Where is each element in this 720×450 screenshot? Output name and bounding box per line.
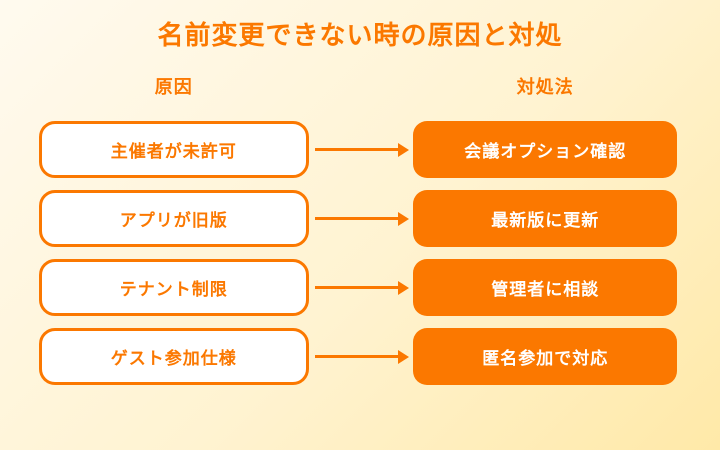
arrow-line [314, 286, 399, 289]
arrow-right-icon [309, 280, 414, 295]
page-title: 名前変更できない時の原因と対処 [157, 20, 563, 50]
arrow-right-icon [309, 349, 414, 364]
arrow-right-icon [309, 211, 414, 226]
flow-row: ゲスト参加仕様 匿名参加で対応 [39, 328, 677, 385]
arrow-head [398, 142, 410, 157]
cause-box: アプリが旧版 [39, 190, 309, 247]
solution-box: 最新版に更新 [413, 190, 677, 247]
solution-box: 会議オプション確認 [413, 121, 677, 178]
solution-box: 匿名参加で対応 [413, 328, 677, 385]
flow-row: アプリが旧版 最新版に更新 [39, 190, 677, 247]
column-header-cause: 原因 [154, 77, 193, 97]
arrow-head [398, 349, 410, 364]
arrow-line [314, 217, 399, 220]
column-header-solution: 対処法 [516, 77, 574, 97]
flow-row: テナント制限 管理者に相談 [39, 259, 677, 316]
header-spacer [309, 78, 414, 96]
flow-rows: 主催者が未許可 会議オプション確認 アプリが旧版 最新版に更新 テナント制限 管… [0, 121, 720, 385]
arrow-line [314, 148, 399, 151]
arrow-head [398, 211, 410, 226]
cause-box: テナント制限 [39, 259, 309, 316]
cause-box: 主催者が未許可 [39, 121, 309, 178]
arrow-right-icon [309, 142, 414, 157]
flow-row: 主催者が未許可 会議オプション確認 [39, 121, 677, 178]
arrow-line [314, 355, 399, 358]
cause-box: ゲスト参加仕様 [39, 328, 309, 385]
column-headers: 原因 対処法 [0, 78, 720, 96]
solution-box: 管理者に相談 [413, 259, 677, 316]
arrow-head [398, 280, 410, 295]
